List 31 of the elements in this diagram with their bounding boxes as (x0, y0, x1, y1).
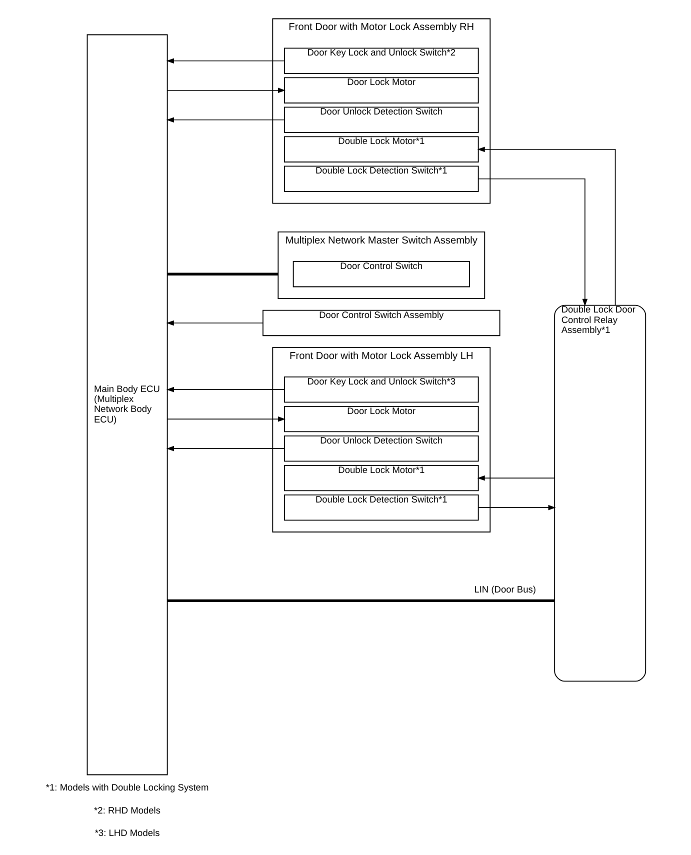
arrow (166, 58, 284, 64)
node-box: Door Key Lock and Unlock Switch*2 (284, 48, 478, 74)
label: *3: LHD Models (94, 828, 160, 838)
node-box: Main Body ECU (Multiplex Network Body ECU) (86, 34, 168, 776)
arrow (166, 117, 284, 123)
arrow (166, 320, 263, 326)
arrow (476, 475, 554, 481)
node-box: Double Lock Door Control Relay Assembly*1 (554, 304, 646, 682)
node-box: Door Key Lock and Unlock Switch*3 (284, 376, 478, 403)
node-box: Double Lock Detection Switch*1 (284, 166, 478, 192)
edge-label: LIN (Door Bus) (474, 584, 536, 595)
arrow (166, 386, 284, 392)
node-box: Double Lock Detection Switch*1 (284, 494, 478, 521)
arrow (166, 446, 284, 452)
node-box: Door Control Switch Assembly (262, 310, 500, 336)
arrow (166, 416, 286, 422)
arrow (166, 88, 286, 94)
node-box: Door Unlock Detection Switch (284, 435, 478, 462)
connector (167, 272, 278, 276)
node-box: Double Lock Motor*1 (284, 136, 478, 162)
arrow (478, 504, 556, 510)
arrow (476, 146, 616, 306)
arrow (477, 178, 588, 306)
label: *2: RHD Models (94, 805, 160, 816)
node-box: Door Lock Motor (284, 406, 478, 432)
label: *1: Models with Double Locking System (45, 782, 208, 793)
connector (166, 599, 554, 602)
node-box: Door Control Switch (292, 261, 470, 288)
node-box: Double Lock Motor*1 (284, 464, 478, 492)
node-box: Door Unlock Detection Switch (284, 106, 478, 133)
node-box: Door Lock Motor (284, 77, 478, 104)
